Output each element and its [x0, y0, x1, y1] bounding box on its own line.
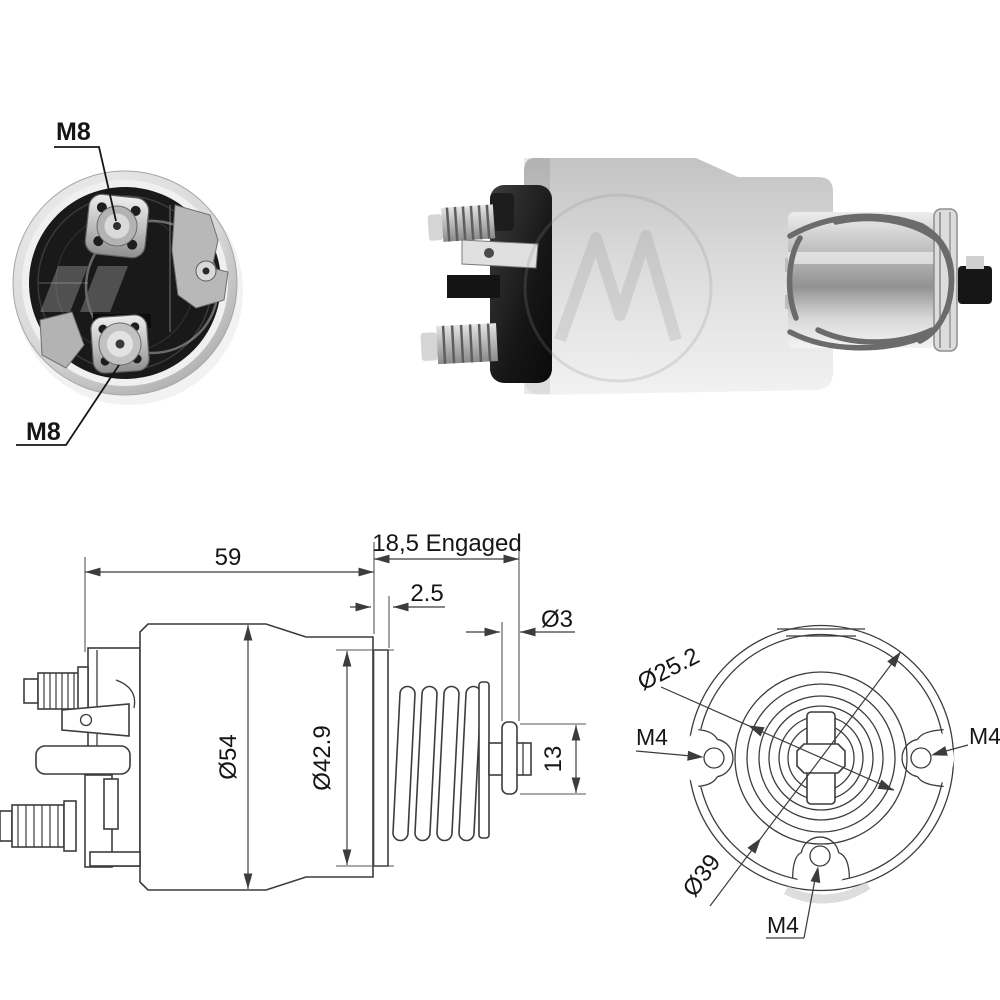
spade-terminal-drawn: [61, 703, 130, 737]
dim-body-dia: Ø54: [215, 734, 242, 779]
motor-stud-drawn: [0, 800, 77, 852]
m4-notch-left: [698, 728, 734, 788]
terminal-stud-bottom: [90, 314, 150, 374]
end-view-drawing: Ø25.2 Ø39 M4 M4 M4: [633, 624, 1000, 939]
ring-62: [758, 695, 884, 821]
m4-arrow-left: [687, 750, 704, 761]
m4-leader-bottom: [803, 873, 817, 939]
dim-pin-len: 13: [540, 746, 567, 773]
cap-top-block: [490, 193, 514, 231]
dim-boltcircle-arrow-2: [887, 651, 901, 668]
ring-86: [734, 671, 908, 845]
m8-label-top: M8: [56, 118, 91, 146]
return-spring-coil: [786, 213, 955, 351]
plunger-highlight: [788, 252, 935, 264]
battery-stud: [427, 204, 496, 242]
zm-watermark-side-icon: [523, 193, 713, 383]
lower-bracket: [39, 311, 85, 369]
notch-eraser-right: [892, 727, 954, 789]
ignition-tab-drawn: [35, 745, 131, 775]
plunger-barrel: [788, 212, 935, 348]
dim-pilot-dia: Ø25.2: [633, 642, 704, 696]
terminal-stud-top: [84, 193, 150, 259]
dim-59: 59: [215, 544, 242, 571]
battery-stud-drawn: [23, 666, 89, 716]
spade-hole-drawn: [79, 713, 93, 727]
dim-plate: 2.5: [410, 580, 443, 607]
contact-disc: [372, 649, 389, 867]
terminal-cap: [490, 185, 552, 383]
m4-notch-right: [901, 728, 944, 788]
dim-engaged: 18,5 Engaged: [372, 530, 521, 557]
m4-arrow-right: [931, 746, 948, 756]
dim-pilot-arrow-2: [877, 779, 895, 791]
dim-boltcircle-arrow-1: [747, 838, 761, 854]
m4-leader-right: [943, 744, 969, 753]
contact-bracket: [171, 204, 229, 309]
motor-stud: [420, 323, 498, 365]
spade-terminal: [461, 239, 539, 269]
dim-pin-dia: Ø3: [541, 606, 573, 633]
side-view-drawing: 59 18,5 Engaged 2.5 Ø3 Ø54 Ø42.9 13: [0, 530, 586, 891]
bottom-shading-band: [783, 881, 871, 904]
dim-disc-dia: Ø42.9: [309, 725, 336, 790]
dim-pilot-line: [660, 686, 895, 791]
m4-label-right: M4: [969, 723, 1000, 749]
notch-eraser-bottom: [789, 827, 851, 889]
ring-74: [746, 683, 896, 833]
cross-pin: [501, 721, 518, 795]
spring-drawn: [392, 685, 482, 842]
m4-notch-bottom: [791, 836, 851, 879]
m8-leader-top: [54, 146, 117, 222]
m8-label-bottom: M8: [26, 418, 61, 446]
m4-label-left: M4: [636, 724, 668, 750]
bracket-foot: [89, 851, 141, 867]
m4-arrow-bottom: [810, 866, 821, 883]
dim-pilot-arrow-1: [747, 725, 765, 737]
bracket-rivet-center: [202, 267, 210, 275]
spring-washer: [478, 681, 490, 839]
ring-52: [768, 705, 874, 811]
bracket-detail: [103, 778, 119, 830]
side-view-photo: [420, 158, 992, 395]
ignition-tab: [447, 275, 500, 298]
dim-boltcircle-line: [709, 651, 902, 907]
end-pin-tip: [966, 256, 984, 269]
notch-eraser-left: [681, 727, 743, 789]
spade-hole: [484, 248, 494, 258]
m8-leader-bottom: [16, 364, 120, 446]
back-view-photo: M8 M8: [12, 118, 243, 446]
solenoid-body-cylinder: [524, 158, 833, 395]
end-pin: [958, 266, 992, 304]
m4-label-bottom: M4: [767, 912, 799, 938]
m4-leader-left: [635, 750, 691, 757]
body-outline: [139, 623, 374, 891]
flange-detail-arc: [115, 679, 136, 709]
